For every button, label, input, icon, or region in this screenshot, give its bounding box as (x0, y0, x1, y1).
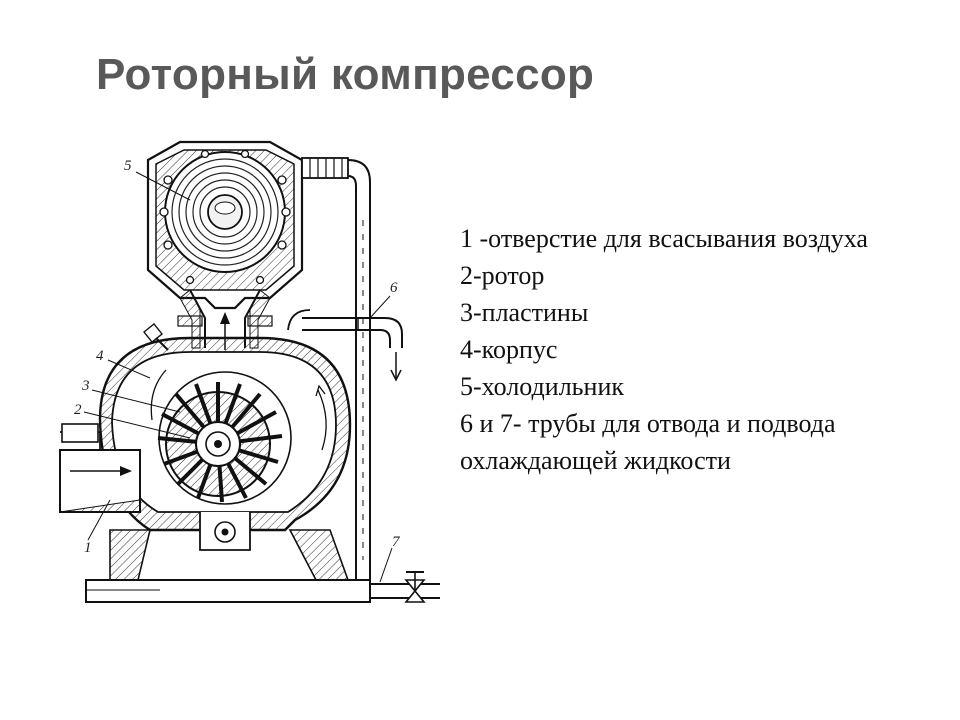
discharge-neck (143, 289, 311, 351)
leader-lines (83, 171, 393, 583)
callout-2: 2 (74, 402, 82, 418)
legend-item-suction-hole: 1 -отверстие для всасывания воздуха (460, 224, 868, 253)
legend-item-rotor: 2-ротор (460, 261, 545, 290)
parts-legend: 1 -отверстие для всасывания воздуха 2-ро… (460, 220, 940, 479)
callout-3: 3 (81, 378, 90, 394)
callout-1: 1 (84, 540, 92, 556)
callout-7: 7 (392, 534, 401, 550)
base-frame (85, 512, 371, 603)
compressor-drawing: 5 4 3 2 1 6 7 (59, 140, 440, 603)
legend-item-cooler: 5-холодильник (460, 372, 624, 401)
callout-6: 6 (390, 280, 398, 296)
callout-5: 5 (124, 158, 132, 174)
legend-item-coolant-pipes: 6 и 7- трубы для отвода и подвода охлажд… (460, 409, 836, 475)
legend-item-vanes: 3-пластины (460, 298, 589, 327)
suction-inlet (59, 423, 141, 513)
callout-4: 4 (96, 348, 104, 364)
rotor (157, 382, 283, 503)
compressor-diagram: 5 4 3 2 1 6 7 (40, 120, 440, 620)
slide-title: Роторный компрессор (96, 50, 595, 99)
cooler (146, 140, 304, 310)
legend-item-casing: 4-корпус (460, 335, 558, 364)
